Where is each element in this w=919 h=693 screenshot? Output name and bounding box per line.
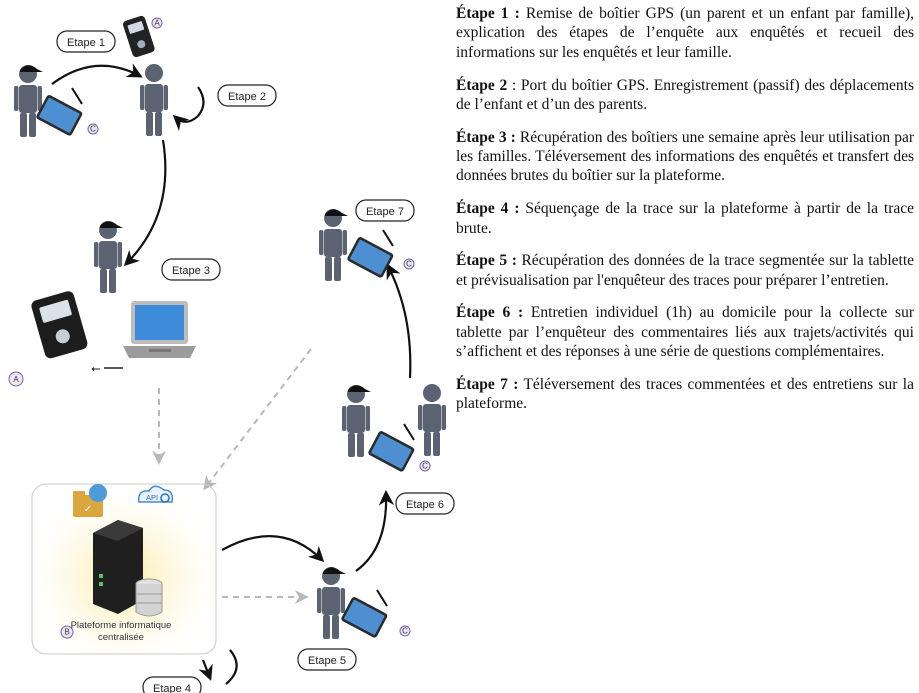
marker-c-icon-step7	[403, 258, 415, 270]
step-4-paragraph: Étape 4 : Séquençage de la trace sur la …	[456, 199, 914, 238]
step2-badge	[217, 84, 277, 107]
step-4-text: Séquençage de la trace sur la plateforme…	[456, 200, 914, 237]
marker-c-label: C	[90, 125, 96, 134]
marker-a-icon	[151, 17, 163, 29]
arrow-step4-loop	[225, 649, 238, 685]
investigator-figure-step6	[342, 385, 371, 457]
step6-label: Etape 6	[406, 499, 444, 511]
step-3-paragraph: Étape 3 : Récupération des boîtiers une …	[456, 128, 914, 186]
step-6-title: Étape 6 :	[456, 304, 524, 322]
parent-figure-step1	[14, 65, 43, 137]
tablet-icon-step6	[366, 423, 417, 474]
step-3-text: Récupération des boîtiers une semaine ap…	[456, 128, 914, 185]
arrow-step4-head	[198, 659, 213, 681]
respondent-figure-step6	[418, 384, 446, 456]
database-icon	[135, 578, 163, 617]
step5-badge	[297, 648, 357, 671]
globe-icon	[89, 484, 107, 502]
step2-label: Etape 2	[228, 91, 266, 103]
step7-badge	[355, 199, 415, 222]
usb-icon: ⭠	[91, 361, 101, 375]
tablet-icon	[34, 87, 85, 138]
survey-process-diagram: C A Etape 1 Etape 2 Etape 3 A ⭠	[8, 15, 455, 693]
arrow-step5-to-step6	[355, 489, 395, 572]
step5-label: Etape 5	[308, 655, 346, 667]
marker-c-label-step6: C	[422, 462, 428, 471]
arrow-platform-to-step5	[221, 535, 325, 563]
step-7-paragraph: Étape 7 : Téléversement des traces comme…	[456, 375, 914, 414]
platform-label-line1: Plateforme informatique	[71, 620, 172, 631]
step-7-text: Téléversement des traces commentées et d…	[456, 375, 914, 413]
step-6-text: Entretien individuel (1h) au domicile po…	[456, 304, 914, 361]
marker-c-label-step5: C	[402, 627, 408, 636]
marker-a-label-step3: A	[13, 375, 19, 384]
tablet-icon-step5	[339, 589, 390, 640]
step-5-title: Étape 5 :	[456, 252, 517, 270]
svg-text:✓: ✓	[84, 504, 92, 515]
step3-label: Etape 3	[172, 265, 210, 277]
step-2-text: : Port du boîtier GPS. Enregistrement (p…	[456, 76, 915, 113]
step6-badge	[395, 492, 455, 515]
step-1-paragraph: Étape 1 : Remise de boîtier GPS (un pare…	[456, 4, 914, 62]
step-5-paragraph: Étape 5 : Récupération des données de la…	[456, 251, 914, 290]
arrow-step6-to-step7	[386, 263, 412, 379]
arrow-step2-to-step3	[123, 139, 167, 267]
step4-badge	[142, 676, 202, 693]
tablet-icon-step7	[345, 229, 396, 280]
api-label: API	[146, 493, 158, 502]
marker-c-icon	[87, 123, 99, 135]
marker-a-icon-step3	[8, 371, 24, 387]
marker-b-label: B	[64, 628, 69, 637]
marker-a-label: A	[154, 19, 160, 28]
dashed-arrow-step7-to-platform	[203, 348, 312, 491]
steps-description: Étape 1 : Remise de boîtier GPS (un pare…	[456, 4, 914, 427]
step-4-title: Étape 4 :	[456, 200, 520, 218]
laptop-icon	[123, 301, 196, 358]
investigator-figure-step5	[317, 567, 346, 639]
platform-label-line2: centralisée	[98, 632, 144, 643]
step-6-paragraph: Étape 6 : Entretien individuel (1h) au d…	[456, 303, 914, 361]
step-1-title: Étape 1 :	[456, 5, 520, 22]
gps-box-icon	[31, 291, 88, 359]
marker-c-icon-step5	[399, 625, 411, 637]
step4-label: Etape 4	[153, 683, 191, 693]
step-2-paragraph: Étape 2 : Port du boîtier GPS. Enregistr…	[456, 76, 914, 115]
step7-label: Etape 7	[366, 206, 404, 218]
investigator-figure-step3	[94, 221, 123, 293]
child-figure-step1	[140, 64, 168, 136]
arrow-step1	[51, 63, 143, 85]
step-3-title: Étape 3 :	[456, 128, 516, 146]
investigator-figure-step7	[319, 209, 348, 281]
marker-b-icon	[60, 625, 74, 639]
cloud-api-icon: API	[137, 485, 174, 503]
arrow-step2-loop	[172, 86, 205, 131]
gps-device-icon	[123, 15, 155, 58]
step-2-title: Étape 2	[456, 76, 508, 94]
step3-badge	[161, 258, 221, 281]
step1-label: Etape 1	[67, 37, 105, 49]
step-7-title: Étape 7 :	[456, 375, 519, 393]
step-1-text: Remise de boîtier GPS (un parent et un e…	[456, 5, 915, 61]
marker-c-icon-step6	[419, 460, 431, 472]
server-icon	[93, 520, 143, 614]
step-5-text: Récupération des données de la trace seg…	[456, 252, 915, 289]
step1-badge	[56, 30, 116, 53]
marker-c-label-step7: C	[406, 260, 412, 269]
